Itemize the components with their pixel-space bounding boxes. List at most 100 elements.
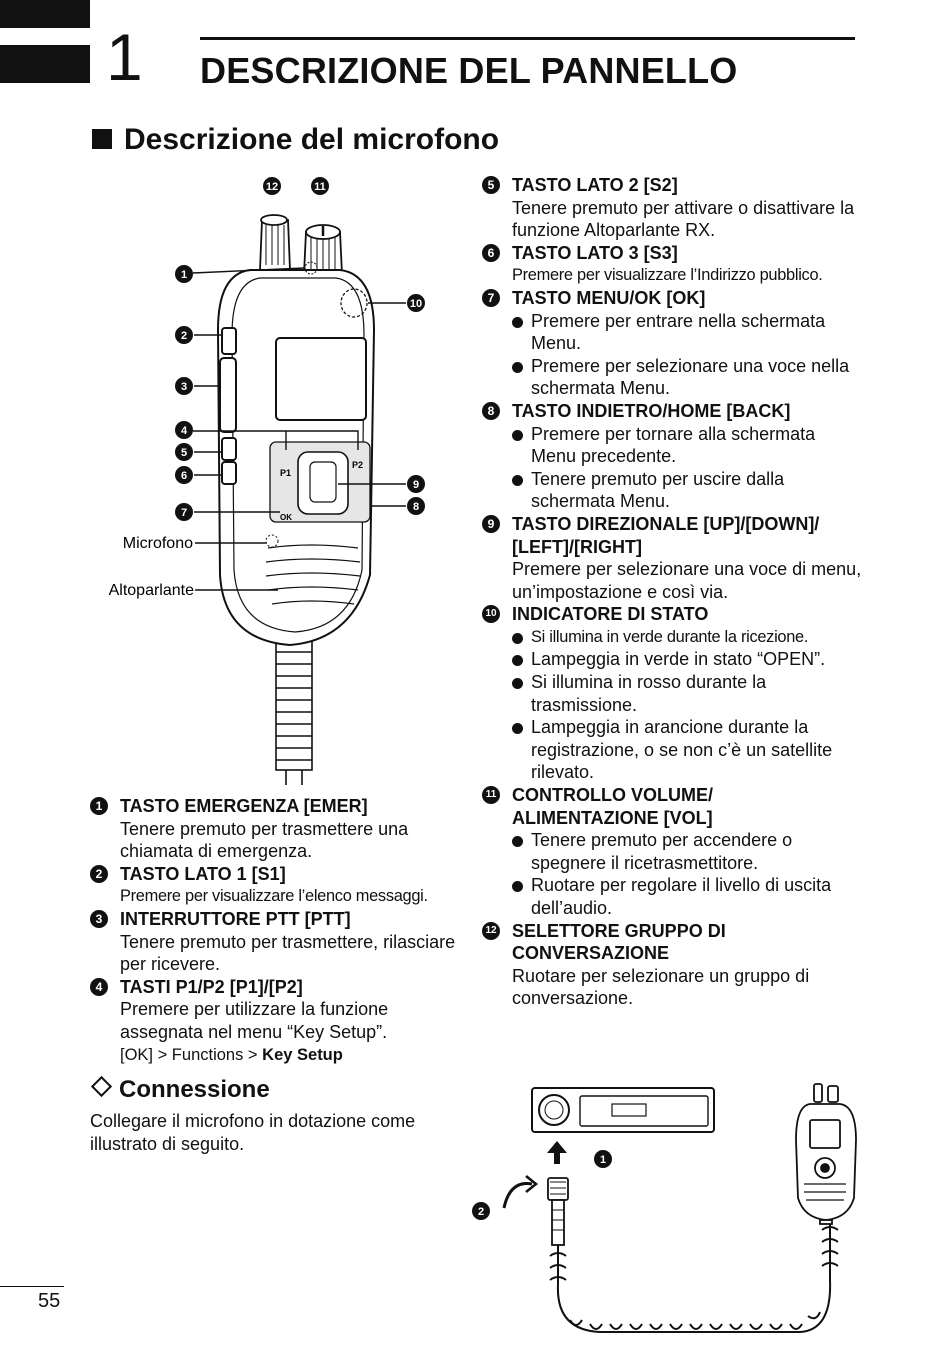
svg-text:2: 2 [181, 330, 187, 342]
items-left-column: 1 TASTO EMERGENZA [EMER] Tenere premuto … [90, 795, 470, 1066]
bullet-dot-icon [512, 655, 523, 667]
item-text: Tenere premuto per trasmettere, rilascia… [120, 931, 456, 975]
item-text: Premere per visualizzare l’elenco messag… [120, 887, 428, 906]
callout-conn-2: 2 [472, 1202, 490, 1220]
menu-path: [OK] > Functions > Key Setup [120, 1044, 470, 1067]
radio-unit [531, 1087, 715, 1133]
bullet-dot-icon [512, 316, 523, 328]
bullet-item: Tenere premuto per accendere o spegnere … [512, 829, 862, 874]
arrow-up-icon [547, 1141, 567, 1164]
mic-body [216, 261, 376, 647]
callout-7: 7 [175, 503, 193, 521]
svg-text:11: 11 [314, 181, 326, 193]
svg-text:1: 1 [181, 269, 187, 281]
bullet-dot-icon [512, 429, 523, 441]
bullet-text: Premere per selezionare una voce nella s… [531, 355, 850, 399]
item-title: TASTO DIREZIONALE [UP]/[DOWN]/ [LEFT]/[R… [512, 513, 820, 557]
bullet-item: Tenere premuto per uscire dalla schermat… [512, 468, 862, 513]
square-bullet-icon [92, 129, 112, 149]
item-title: SELETTORE GRUPPO DI CONVERSAZIONE [512, 920, 726, 964]
rotate-arrow-icon [502, 1175, 539, 1209]
section-title: Descrizione del microfono [92, 120, 499, 160]
item-number: 3 [90, 909, 108, 928]
item-title: INDICATORE DI STATO [512, 604, 709, 625]
item-12: 12 SELETTORE GRUPPO DI CONVERSAZIONE Ruo… [482, 920, 862, 1010]
callout-10: 10 [407, 294, 425, 312]
bullet-text: Si illumina in rosso durante la trasmiss… [531, 672, 767, 715]
label-altoparlante: Altoparlante [109, 582, 194, 599]
svg-text:8: 8 [413, 501, 419, 513]
svg-text:3: 3 [181, 381, 187, 393]
item-number: 12 [482, 921, 500, 940]
item-number: 8 [482, 401, 500, 420]
bullet-text: Ruotare per regolare il livello di uscit… [531, 875, 832, 918]
item-7: 7 TASTO MENU/OK [OK] Premere per entrare… [482, 287, 862, 400]
item-title: TASTI P1/P2 [P1]/[P2] [120, 976, 303, 997]
svg-text:12: 12 [266, 181, 278, 193]
bullet-text: Si illumina in verde durante la ricezion… [531, 627, 809, 646]
item-title: INTERRUTTORE PTT [PTT] [120, 908, 351, 929]
svg-text:5: 5 [181, 447, 187, 459]
footer-rule [0, 1286, 64, 1287]
callout-2: 2 [175, 326, 193, 344]
label-microfono: Microfono [123, 535, 193, 552]
leader-lines [192, 267, 406, 591]
item-title: TASTO LATO 2 [S2] [512, 175, 678, 195]
callout-12: 12 [263, 177, 281, 195]
connection-diagram: 1 2 [472, 1083, 857, 1333]
callout-4: 4 [175, 421, 193, 439]
bullet-dot-icon [512, 723, 523, 735]
bullet-text: Tenere premuto per uscire dalla schermat… [531, 468, 785, 512]
key-p1-label: P1 [280, 468, 291, 478]
svg-text:10: 10 [410, 298, 422, 310]
page-number: 55 [38, 1290, 61, 1312]
item-9: 9 TASTO DIREZIONALE [UP]/[DOWN]/ [LEFT]/… [482, 513, 862, 603]
item-8: 8 TASTO INDIETRO/HOME [BACK] Premere per… [482, 400, 862, 513]
bullet-dot-icon [512, 836, 523, 848]
connection-title: Connessione [90, 1075, 270, 1105]
item-number: 11 [482, 786, 500, 805]
bullet-dot-icon [512, 632, 523, 644]
callout-1: 1 [175, 265, 193, 283]
items-right-column: 5 TASTO LATO 2 [S2] Tenere premuto per a… [482, 174, 862, 1010]
key-p2-label: P2 [352, 460, 363, 470]
bullet-text: Tenere premuto per accendere o spegnere … [531, 830, 793, 873]
bullet-item: Si illumina in verde durante la ricezion… [512, 626, 862, 649]
item-number: 2 [90, 864, 108, 883]
chapter-tab-bar-bottom [0, 45, 90, 83]
connection-text: Collegare il microfono in dotazione come… [90, 1111, 416, 1154]
bullet-dot-icon [512, 881, 523, 893]
item-number: 6 [482, 243, 500, 262]
svg-text:9: 9 [413, 479, 419, 491]
item-number: 9 [482, 514, 500, 533]
bullet-text: Premere per tornare alla schermata Menu … [531, 423, 816, 467]
microphone-diagram: P1 P2 OK 12 11 1 10 2 3 4 5 6 7 9 8 Micr… [109, 177, 425, 785]
item-text: Premere per utilizzare la funzione asseg… [120, 999, 389, 1042]
bullet-item: Premere per entrare nella schermata Menu… [512, 310, 862, 355]
svg-text:6: 6 [181, 470, 187, 482]
item-text: Tenere premuto per trasmettere una chiam… [120, 818, 409, 862]
diamond-outline-icon [90, 1075, 113, 1098]
coiled-cable [549, 1220, 839, 1333]
item-number: 1 [90, 797, 108, 815]
item-number: 5 [482, 176, 500, 194]
bullet-dot-icon [512, 361, 523, 373]
callout-3: 3 [175, 377, 193, 395]
item-title: TASTO EMERGENZA [EMER] [120, 796, 368, 816]
callout-5: 5 [175, 443, 193, 461]
bullet-text: Lampeggia in verde in stato “OPEN”. [531, 649, 826, 670]
bullet-item: Ruotare per regolare il livello di uscit… [512, 874, 862, 919]
item-1: 1 TASTO EMERGENZA [EMER] Tenere premuto … [90, 795, 470, 863]
item-4: 4 TASTI P1/P2 [P1]/[P2] Premere per util… [90, 976, 470, 1066]
callout-6: 6 [175, 466, 193, 484]
item-title: CONTROLLO VOLUME/ ALIMENTAZIONE [VOL] [512, 785, 713, 828]
chapter-title: DESCRIZIONE DEL PANNELLO [200, 50, 738, 91]
knob-volume [303, 224, 343, 275]
bullet-dot-icon [512, 474, 523, 486]
callout-9: 9 [407, 475, 425, 493]
item-number: 10 [482, 605, 500, 624]
item-10: 10 INDICATORE DI STATO Si illumina in ve… [482, 603, 862, 784]
mic-cable [275, 639, 313, 785]
menu-path-prefix: [OK] > Functions > [120, 1045, 263, 1064]
menu-path-key: Key Setup [262, 1045, 343, 1064]
